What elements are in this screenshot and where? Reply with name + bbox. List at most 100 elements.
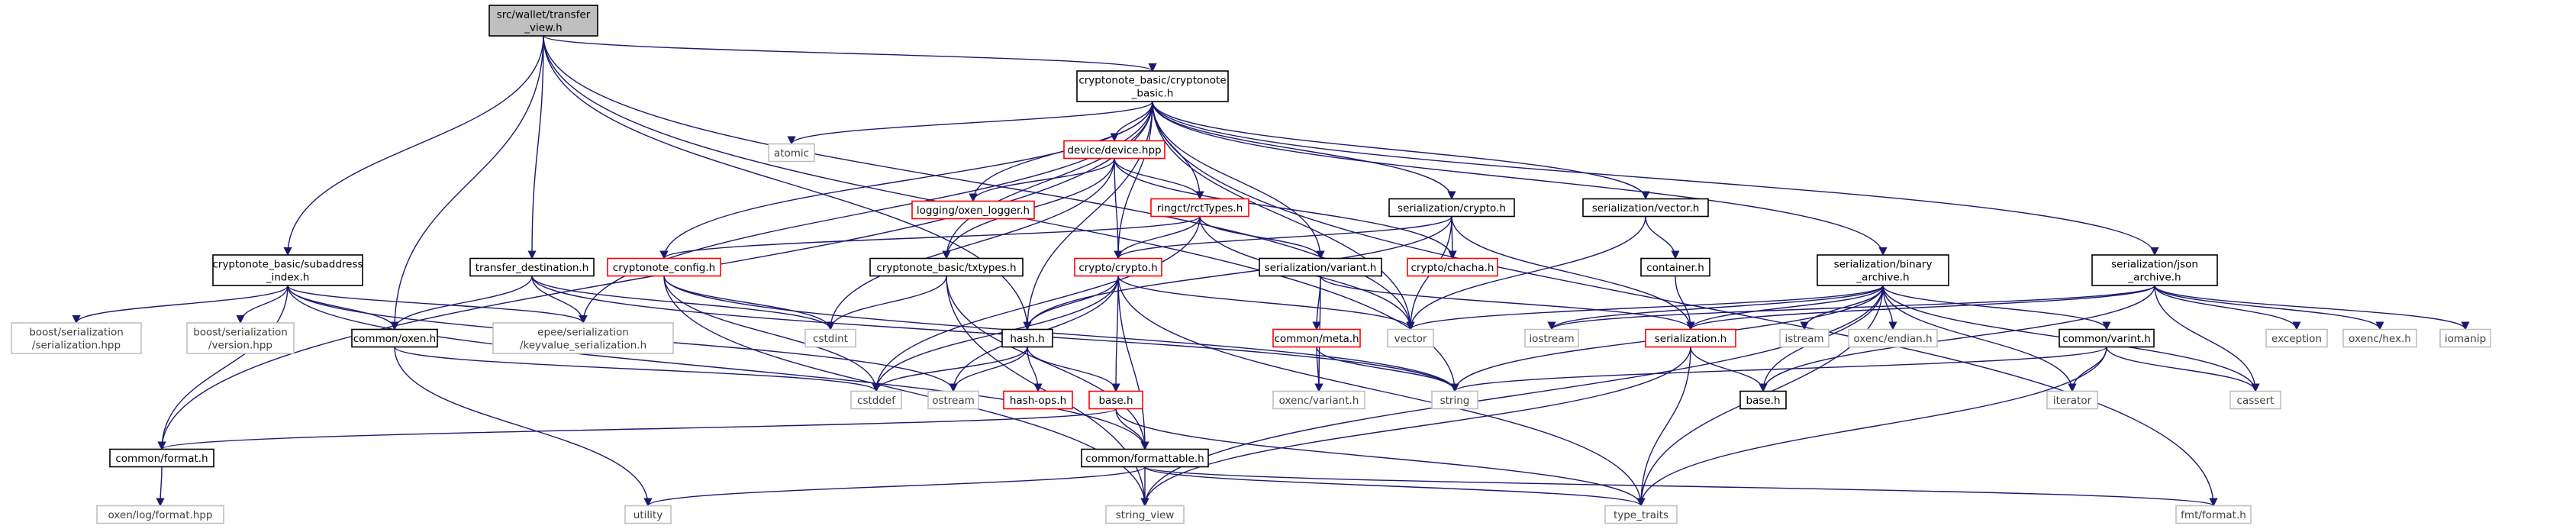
node-keyvalue: epee/serialization/keyvalue_serializatio… <box>492 322 674 354</box>
node-iterator: iterator <box>2046 390 2098 410</box>
edge-serbinary-to-vector <box>1406 285 1884 331</box>
edge-root-to-vector <box>543 35 1415 331</box>
node-box <box>911 200 1035 220</box>
node-label: common/formattable.h <box>1085 453 1204 465</box>
node-cryptoh[interactable]: crypto/crypto.h <box>1074 257 1162 277</box>
edge-cnconfig-to-string <box>663 276 1459 392</box>
node-label: iterator <box>2053 395 2092 407</box>
node-device[interactable]: device/device.hpp <box>1063 140 1165 160</box>
node-box <box>1272 390 1365 410</box>
node-box <box>804 328 856 348</box>
edge-subaddr-to-keyvalue <box>287 285 588 324</box>
node-label: _view.h <box>524 22 562 34</box>
node-box <box>1063 140 1165 160</box>
node-label: cstddef <box>857 395 896 407</box>
edge-serialization-to-stringview <box>1140 347 1691 507</box>
node-box <box>1431 390 1478 410</box>
node-label: istream <box>1785 333 1823 345</box>
node-box <box>1388 198 1515 218</box>
edge-hashh-to-hashops <box>1027 347 1043 392</box>
node-label: cryptonote_basic/cryptonote <box>1078 75 1226 87</box>
node-vector: vector <box>1387 328 1434 348</box>
edge-cnbasic-to-cryptoh <box>1114 101 1153 260</box>
node-transdest[interactable]: transfer_destination.h <box>469 257 595 277</box>
node-label: serialization/binary <box>1834 259 1933 271</box>
edge-transdest-to-string <box>531 276 1459 392</box>
node-label: device/device.hpp <box>1067 144 1161 156</box>
node-cnbasic[interactable]: cryptonote_basic/cryptonote_basic.h <box>1076 70 1229 102</box>
edge-device-to-rctTypes <box>1114 158 1204 200</box>
node-cnconfig[interactable]: cryptonote_config.h <box>607 257 721 277</box>
node-oxenh[interactable]: common/oxen.h <box>351 328 438 348</box>
node-box <box>11 322 142 354</box>
edge-serjson-to-iomanip <box>2154 285 2470 331</box>
node-txtypes[interactable]: cryptonote_basic/txtypes.h <box>869 257 1024 277</box>
node-servariant[interactable]: serialization/variant.h <box>1259 257 1382 277</box>
node-box <box>2229 390 2281 410</box>
edge-commonformat-to-oxenlogformat <box>156 466 165 507</box>
node-serjson[interactable]: serialization/json_archive.h <box>2091 254 2218 286</box>
node-label: atomic <box>774 147 809 160</box>
edge-transdest-to-cstdint <box>531 276 835 331</box>
node-rctTypes[interactable]: ringct/rctTypes.h <box>1150 198 1249 218</box>
node-serialization[interactable]: serialization.h <box>1645 328 1736 348</box>
node-label: _basic.h <box>1131 88 1174 100</box>
node-box <box>186 322 295 354</box>
node-ostream: ostream <box>927 390 979 410</box>
node-box <box>469 257 595 277</box>
edge-root-to-hashh <box>543 35 1032 331</box>
edge-serjson-to-baseh2 <box>1759 285 2155 392</box>
node-typetraits: type_traits <box>1604 505 1678 524</box>
node-label: oxenc/variant.h <box>1279 395 1359 407</box>
edge-hashh-to-cstddef <box>872 347 1028 392</box>
node-box <box>1003 390 1073 410</box>
node-label: _archive.h <box>2127 272 2181 284</box>
node-commonmeta[interactable]: common/meta.h <box>1272 328 1361 348</box>
node-label: cstdint <box>813 333 848 345</box>
node-box <box>2091 254 2218 286</box>
node-box <box>1640 257 1710 277</box>
edge-subaddr-to-commonformat <box>157 285 289 450</box>
node-commonvarint[interactable]: common/varint.h <box>2059 328 2155 348</box>
node-cassert: cassert <box>2229 390 2281 410</box>
edge-cryptoh-to-typetraits <box>1117 276 1646 507</box>
node-baseh2[interactable]: base.h <box>1739 390 1787 410</box>
node-baseh1[interactable]: base.h <box>1088 390 1143 410</box>
node-oxenlogger[interactable]: logging/oxen_logger.h <box>911 200 1035 220</box>
node-oxencendian: oxenc/endian.h <box>1848 328 1938 348</box>
edge-hashh-to-baseh1 <box>1027 347 1120 392</box>
node-label: ostream <box>932 395 975 407</box>
edge-sercrypto-to-serialization <box>1451 216 1695 331</box>
node-label: string <box>1440 395 1470 407</box>
node-box <box>1779 328 1830 348</box>
node-atomic: atomic <box>768 143 815 163</box>
edge-serialization-to-baseh2 <box>1690 347 1768 392</box>
edge-cryptoh-to-hashh <box>1023 276 1119 331</box>
node-commonformat[interactable]: common/format.h <box>109 448 214 468</box>
node-label: _index.h <box>266 272 310 284</box>
node-hashops[interactable]: hash-ops.h <box>1003 390 1073 410</box>
edge-subaddr-to-boostser <box>72 285 289 324</box>
edge-device-to-cryptoh <box>1114 158 1123 260</box>
node-servector[interactable]: serialization/vector.h <box>1582 198 1709 218</box>
node-box <box>351 328 438 348</box>
node-serbinary[interactable]: serialization/binary_archive.h <box>1817 254 1949 286</box>
node-box <box>2046 390 2098 410</box>
edge-cryptoh-to-baseh1 <box>1111 276 1120 392</box>
edge-hashh-to-ostream <box>949 347 1028 392</box>
node-box <box>1259 257 1382 277</box>
node-hashh[interactable]: hash.h <box>1001 328 1053 348</box>
node-formattable[interactable]: common/formattable.h <box>1081 448 1209 468</box>
node-subaddr[interactable]: cryptonote_basic/subaddress_index.h <box>212 254 363 286</box>
node-box <box>1105 505 1185 524</box>
edge-serbinary-to-serialization <box>1686 285 1884 331</box>
node-sercrypto[interactable]: serialization/crypto.h <box>1388 198 1515 218</box>
node-chacha[interactable]: crypto/chacha.h <box>1407 257 1498 277</box>
edge-cnbasic-to-sercrypto <box>1152 101 1456 200</box>
node-label: ringct/rctTypes.h <box>1157 202 1243 215</box>
node-root[interactable]: src/wallet/transfer_view.h <box>488 5 598 37</box>
node-label: oxenc/endian.h <box>1853 333 1932 345</box>
node-container[interactable]: container.h <box>1640 257 1710 277</box>
node-box <box>212 254 363 286</box>
edge-serjson-to-serialization <box>1686 285 2155 331</box>
